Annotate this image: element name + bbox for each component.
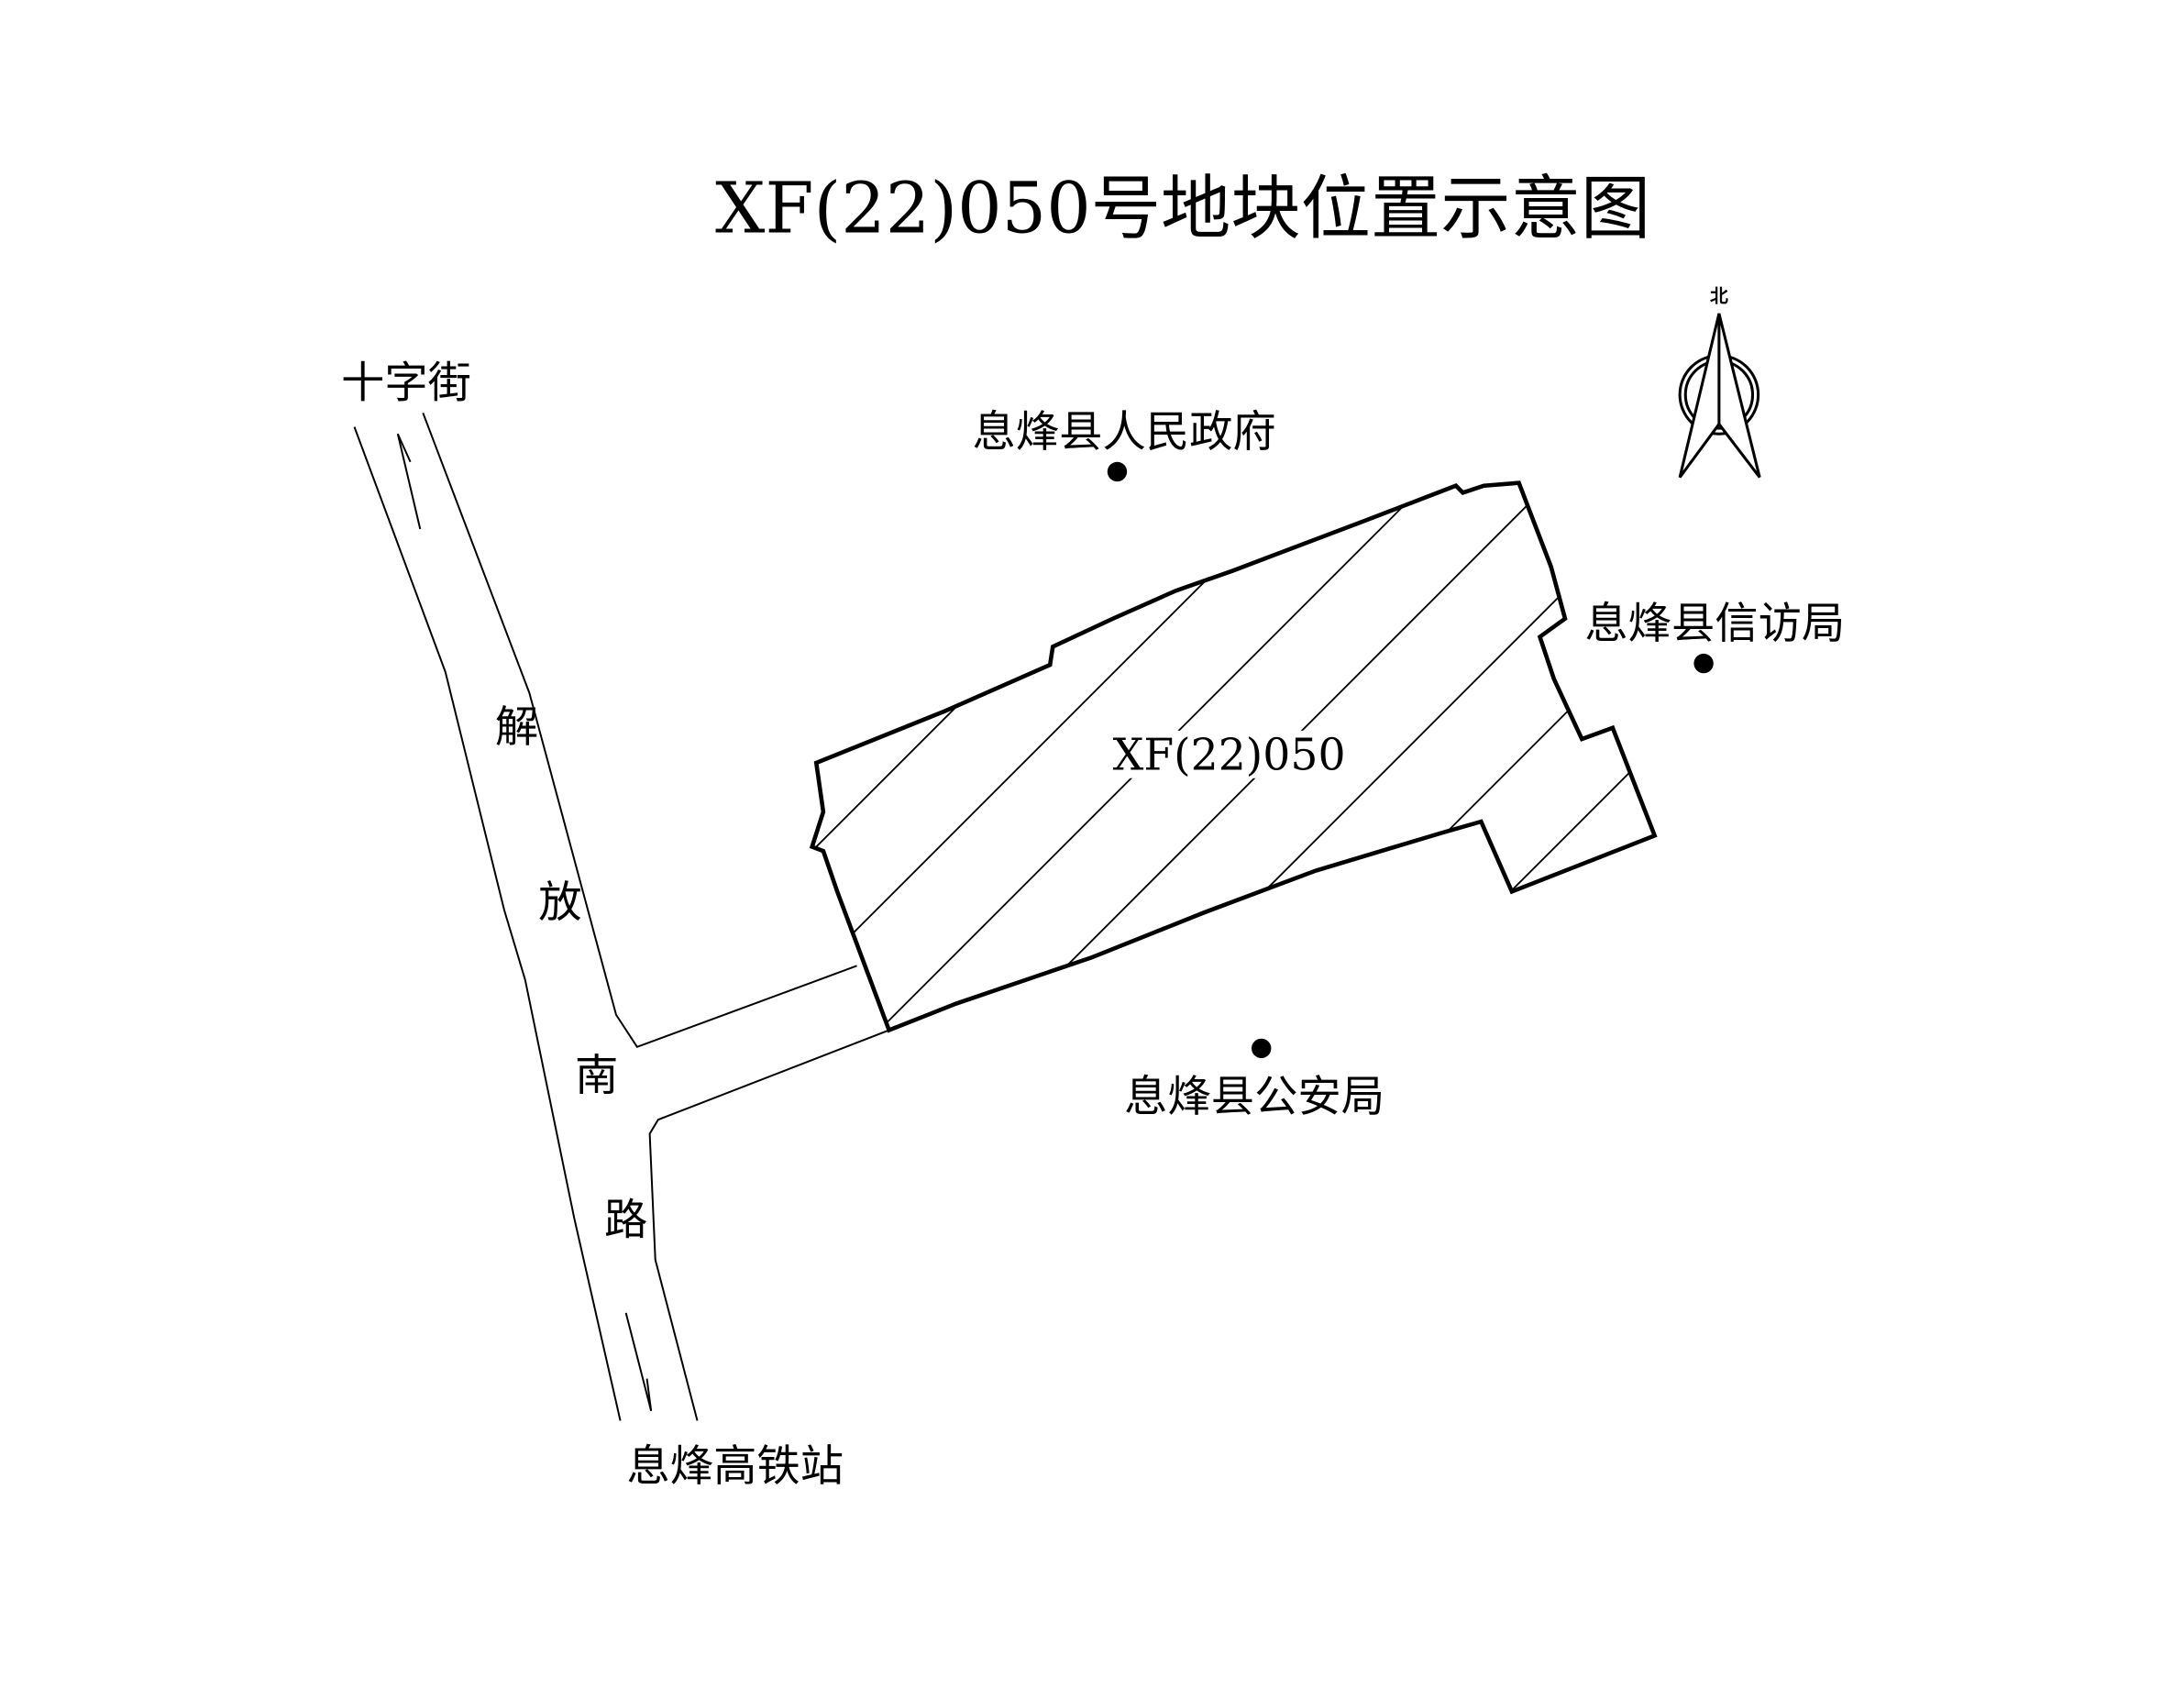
poi-dot-police-bureau <box>1252 1038 1272 1059</box>
direction-arrow-south <box>624 1312 653 1411</box>
label-shizijie: 十字街 <box>341 359 471 409</box>
poi-dot-government <box>1107 461 1128 482</box>
jiefang-south-road <box>353 412 890 1421</box>
parcel-boundary <box>809 480 1658 1033</box>
hatch-line <box>1759 280 2184 1260</box>
hatch-line <box>1881 280 2184 1260</box>
hatch-line <box>811 482 1384 1031</box>
hatch-line <box>895 482 1655 1031</box>
road-char: 解 <box>495 702 538 753</box>
road-edge-east-north <box>422 412 857 1049</box>
label-petition-bureau: 息烽县信访局 <box>1584 599 1845 649</box>
compass-north-label: 北 <box>1710 285 1728 307</box>
poi-dot-petition-bureau <box>1693 653 1714 674</box>
label-police-bureau: 息烽县公安局 <box>1124 1072 1384 1122</box>
road-char: 路 <box>604 1195 647 1245</box>
hatch-line <box>811 482 1507 1031</box>
hatch-line <box>1018 482 1655 1031</box>
hatch-line <box>2004 280 2184 1260</box>
north-arrow-icon: 北 <box>1678 285 1761 479</box>
label-xifeng-hsr-station: 息烽高铁站 <box>626 1441 844 1492</box>
map-title: XF(22)050号地块位置示意图 <box>715 167 1650 248</box>
label-county-government: 息烽县人民政府 <box>973 407 1276 458</box>
road-char: 放 <box>538 877 581 928</box>
road-char: 南 <box>575 1051 618 1101</box>
parcel-label: XF(22)050 <box>1113 731 1346 781</box>
road-edge-east-south <box>648 1029 890 1421</box>
hatch-line <box>1511 482 1655 1031</box>
road-edge-west <box>353 426 622 1421</box>
direction-arrow-north <box>396 433 422 530</box>
